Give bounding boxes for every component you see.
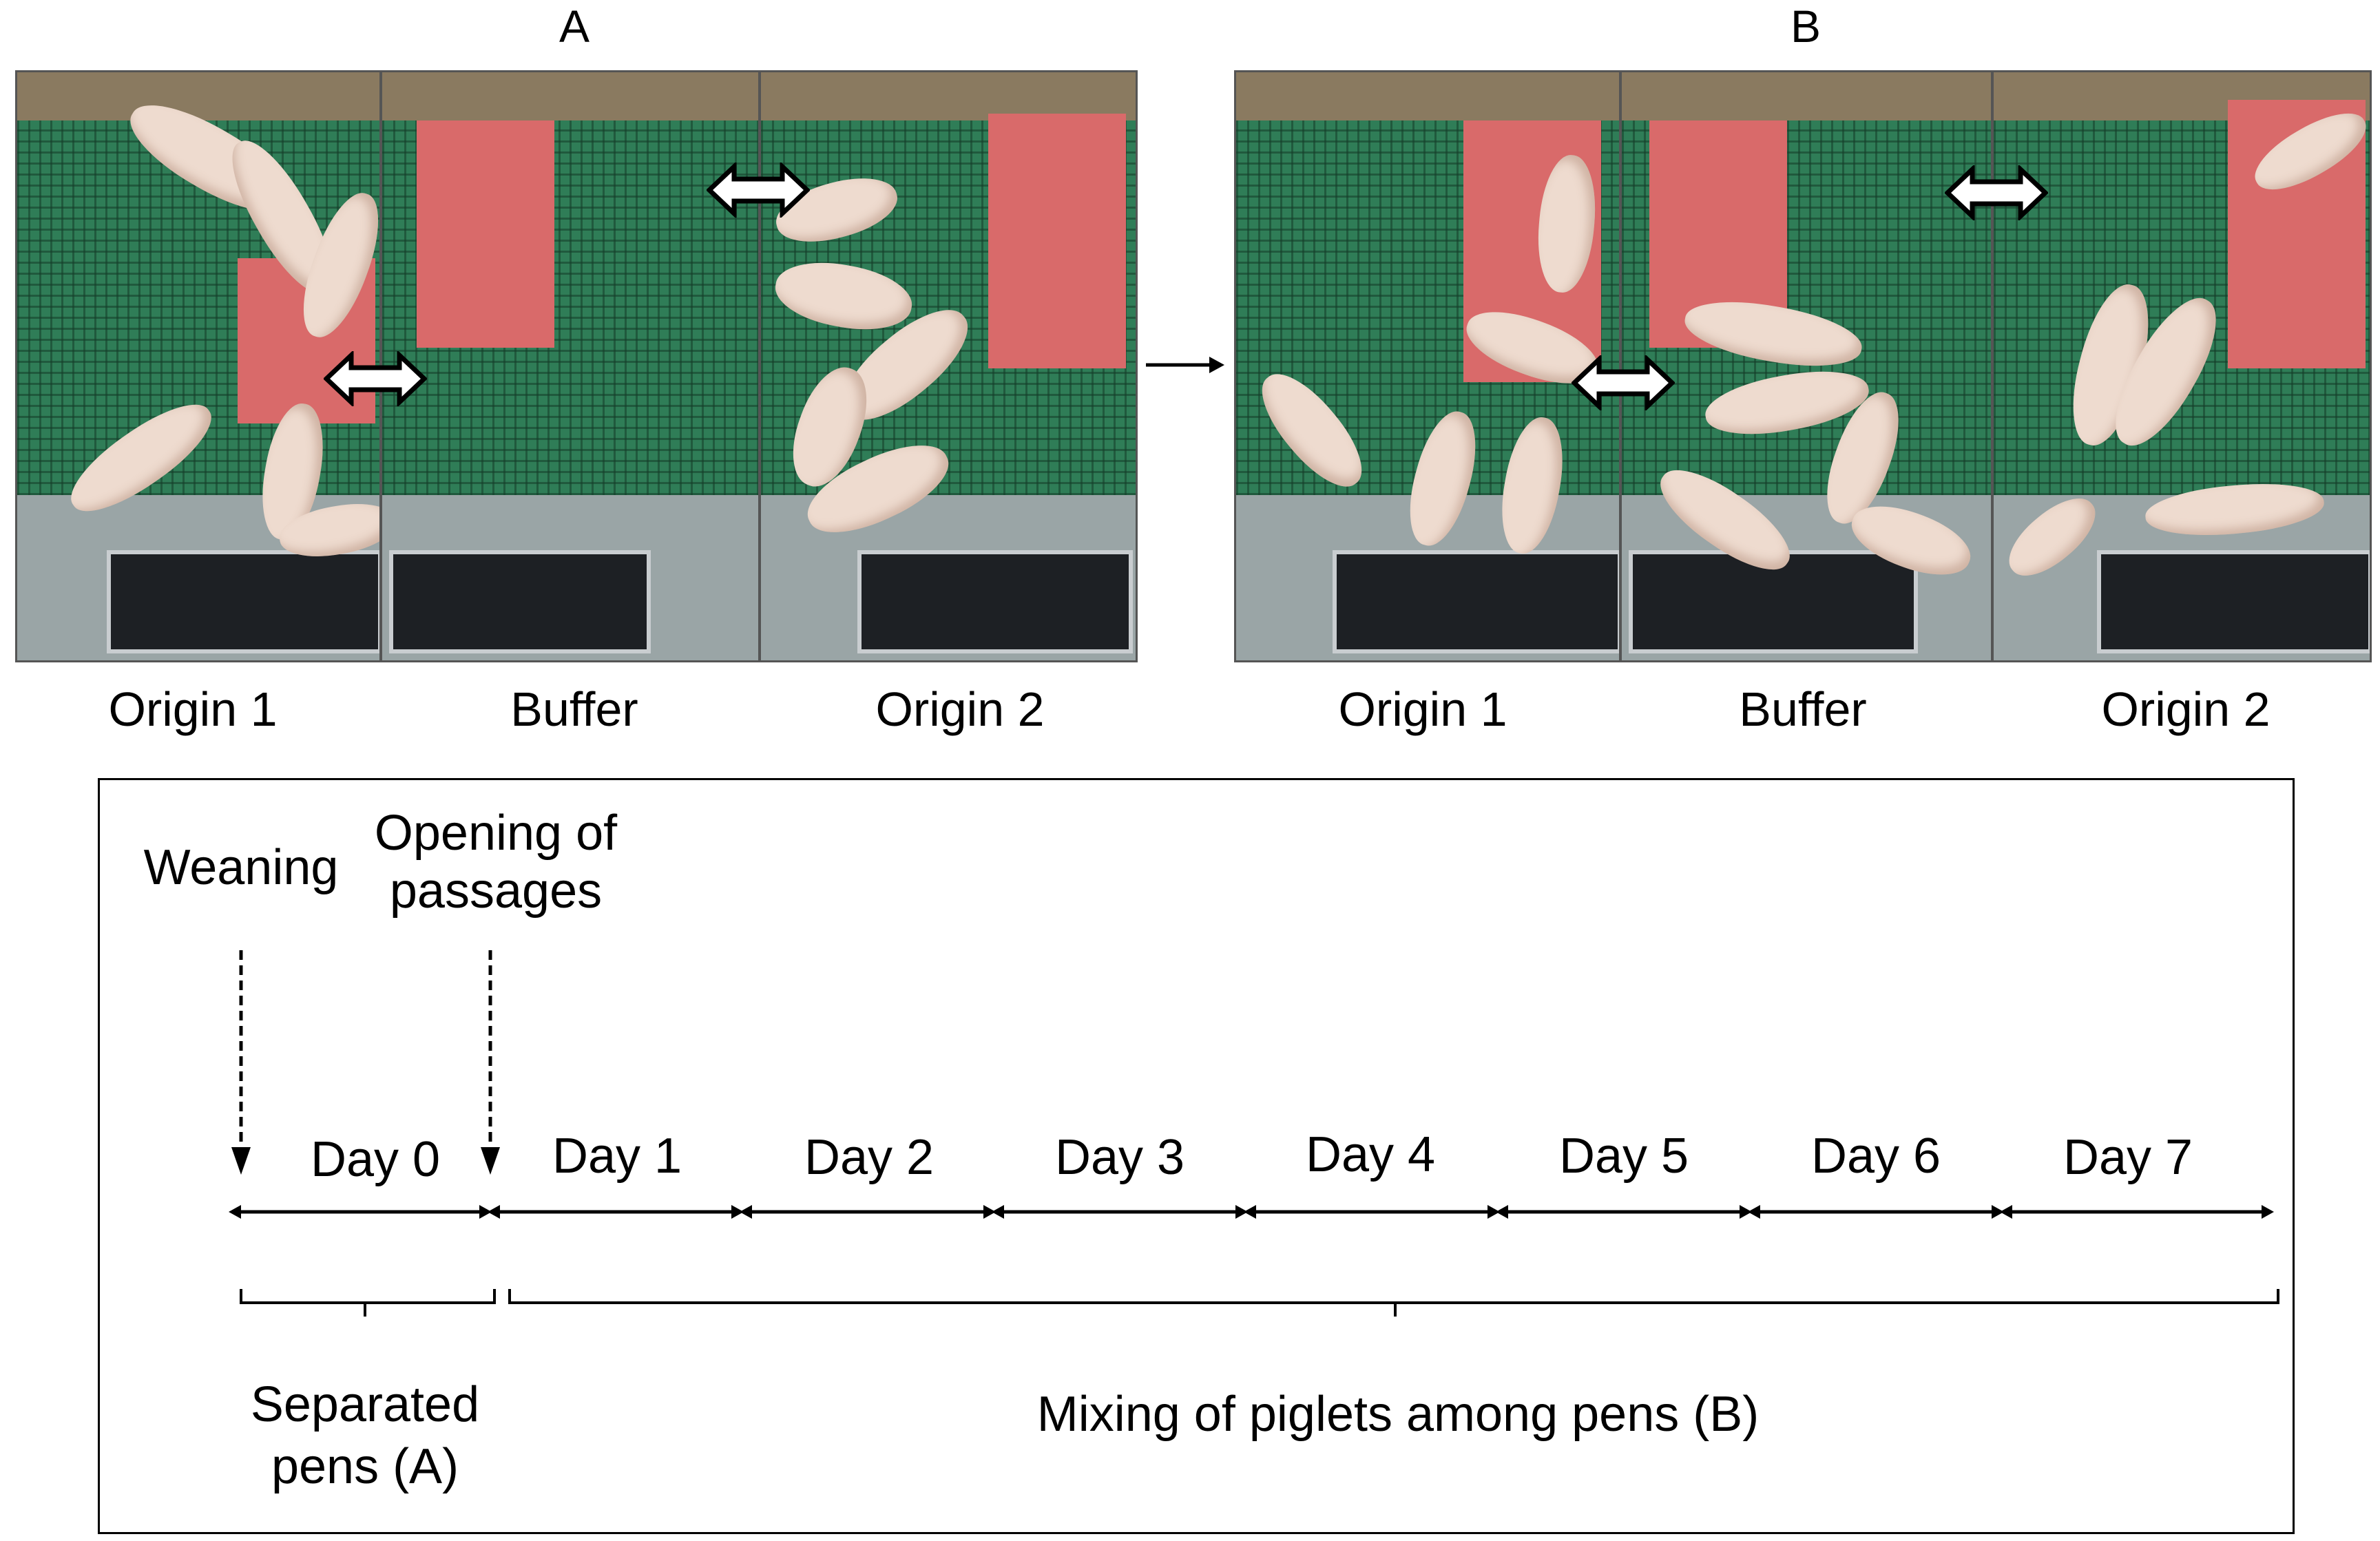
double-headed-arrow-icon: [324, 351, 427, 406]
day-label: Day 4: [1305, 1127, 1436, 1182]
pen-label-buffer-a: Buffer: [510, 682, 638, 736]
dashed-down-arrow-icon: [231, 950, 251, 1175]
day-label: Day 7: [2063, 1130, 2193, 1185]
timeline-panel: [98, 778, 2295, 1534]
day-label: Day 6: [1810, 1129, 1941, 1184]
pen-label-buffer-b: Buffer: [1739, 682, 1867, 736]
timeline-axis: [229, 1205, 2274, 1219]
event-opening-label-line2: passages: [389, 863, 603, 919]
timeline-segment-day-0: [229, 1205, 492, 1219]
phase-separated-label-line1: Separated: [250, 1377, 480, 1432]
timeline-segment-day-5: [1496, 1205, 1752, 1219]
dashed-down-arrow-icon: [481, 950, 500, 1175]
timeline-segment-day-3: [992, 1205, 1248, 1219]
timeline-segment-day-6: [1748, 1205, 2004, 1219]
day-label: Day 5: [1558, 1129, 1689, 1184]
double-headed-arrow-icon: [1572, 355, 1675, 410]
timeline-segment-day-4: [1244, 1205, 1500, 1219]
event-weaning-label: Weaning: [143, 840, 339, 895]
pen-buffer-a: [382, 72, 761, 660]
phase-mixing-label: Mixing of piglets among pens (B): [1036, 1387, 1760, 1442]
curly-brace-icon: [240, 1289, 496, 1317]
panel-b-letter: B: [1790, 1, 1821, 52]
event-opening-label-line1: Opening of: [374, 806, 618, 861]
day-label: Day 0: [310, 1132, 441, 1187]
pen-label-origin-1-b: Origin 1: [1338, 682, 1507, 736]
pen-label-origin-1-a: Origin 1: [108, 682, 278, 736]
pen-label-origin-2-a: Origin 2: [875, 682, 1045, 736]
pen-buffer-b: [1622, 72, 1994, 660]
pen-origin-1-b: [1236, 72, 1622, 660]
timeline-segment-day-2: [740, 1205, 996, 1219]
day-label: Day 1: [552, 1129, 682, 1184]
panel-a-letter: A: [559, 1, 590, 52]
double-headed-arrow-icon: [1945, 165, 2048, 220]
panel-b-photo: [1234, 70, 2372, 662]
panel-a-photo: [15, 70, 1138, 662]
pen-origin-2-b: [1994, 72, 2370, 660]
pen-label-origin-2-b: Origin 2: [2101, 682, 2271, 736]
day-label: Day 3: [1054, 1130, 1185, 1185]
phase-separated-label-line2: pens (A): [271, 1439, 459, 1494]
right-arrow-icon: [1146, 357, 1224, 373]
timeline-segment-day-7: [2000, 1205, 2274, 1219]
pen-origin-1-a: [17, 72, 382, 660]
timeline-segment-day-1: [488, 1205, 744, 1219]
curly-brace-icon: [508, 1289, 2279, 1317]
double-headed-arrow-icon: [707, 163, 810, 218]
day-label: Day 2: [804, 1130, 935, 1185]
pen-origin-2-a: [761, 72, 1136, 660]
